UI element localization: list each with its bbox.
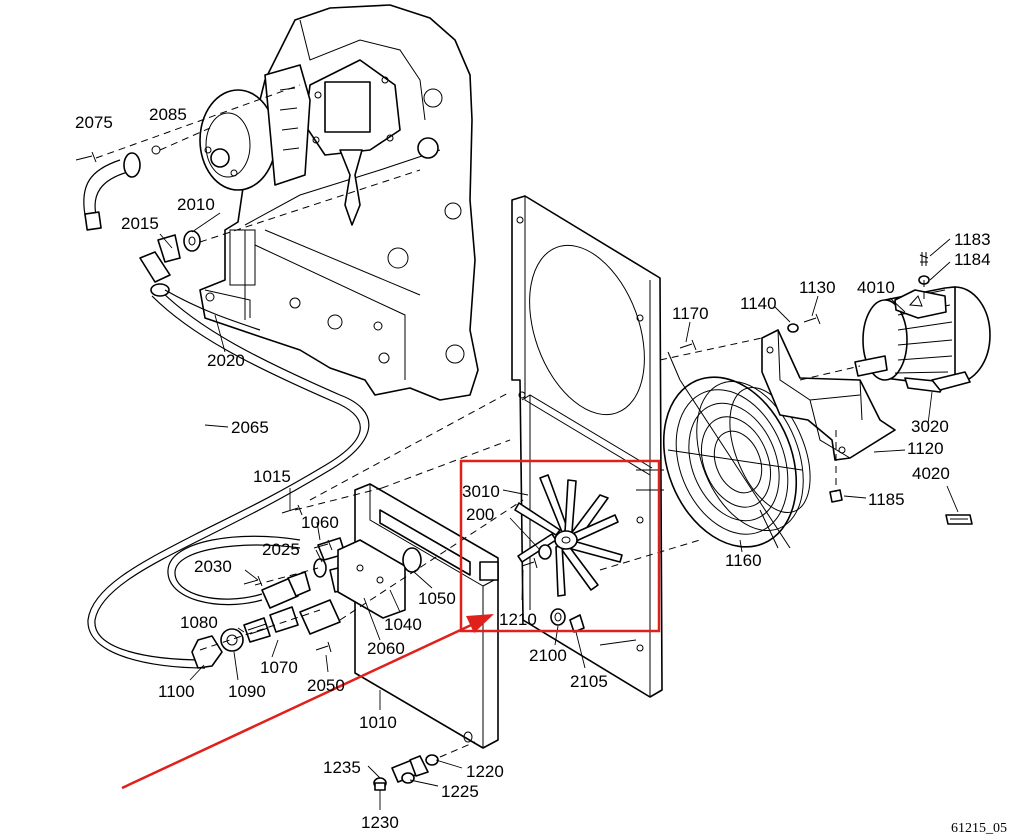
label-1185: 1185 bbox=[868, 490, 905, 509]
highlight-arrow-head bbox=[466, 614, 494, 633]
label-1140: 1140 bbox=[740, 294, 777, 313]
label-1050: 1050 bbox=[418, 589, 456, 608]
label-2020: 2020 bbox=[207, 351, 245, 370]
label-2065: 2065 bbox=[231, 418, 269, 437]
label-1183: 1183 bbox=[954, 230, 991, 249]
label-1160: 1160 bbox=[725, 551, 762, 570]
highlight-annotation bbox=[121, 459, 661, 790]
label-2100: 2100 bbox=[529, 646, 567, 665]
document-id: 61215_05 bbox=[951, 821, 1007, 836]
highlight-arrow-shaft bbox=[121, 618, 483, 790]
label-1225: 1225 bbox=[441, 782, 479, 801]
label-1080: 1080 bbox=[180, 613, 218, 632]
pipe-elbow-2075 bbox=[83, 152, 141, 231]
label-2050: 2050 bbox=[307, 676, 345, 695]
drain-valve-group bbox=[373, 754, 439, 791]
label-1070: 1070 bbox=[260, 658, 298, 677]
label-1170: 1170 bbox=[672, 304, 709, 323]
small-hose-2030 bbox=[167, 535, 301, 606]
label-3020: 3020 bbox=[911, 417, 949, 436]
motor-bracket-1120 bbox=[761, 329, 896, 461]
hose-fitting-2015 bbox=[139, 230, 261, 331]
label-2075: 2075 bbox=[75, 113, 113, 132]
label-1060: 1060 bbox=[301, 513, 339, 532]
label-2010: 2010 bbox=[177, 195, 215, 214]
label-2015: 2015 bbox=[121, 214, 159, 233]
label-200: 200 bbox=[466, 505, 494, 524]
label-1230: 1230 bbox=[361, 813, 399, 832]
label-4010: 4010 bbox=[857, 278, 895, 297]
leader-lines bbox=[159, 212, 959, 810]
fittings-group bbox=[75, 145, 356, 669]
fan-shroud-frame bbox=[511, 195, 664, 698]
label-1184: 1184 bbox=[954, 250, 991, 269]
label-2025: 2025 bbox=[262, 540, 300, 559]
fan-wheel-3010 bbox=[514, 474, 623, 633]
hydraulic-hose-2065 bbox=[87, 289, 370, 669]
label-1220: 1220 bbox=[466, 762, 504, 781]
electric-motor-4010 bbox=[854, 286, 991, 393]
label-1120: 1120 bbox=[907, 439, 944, 458]
label-1210: 1210 bbox=[499, 610, 537, 629]
label-1130: 1130 bbox=[799, 278, 836, 297]
gearbox-housing bbox=[199, 4, 479, 401]
label-3010: 3010 bbox=[462, 482, 500, 501]
hardware-right bbox=[679, 252, 973, 525]
label-2085: 2085 bbox=[149, 105, 187, 124]
label-1010: 1010 bbox=[359, 713, 397, 732]
label-1100: 1100 bbox=[158, 682, 195, 701]
label-1015: 1015 bbox=[253, 467, 291, 486]
label-1040: 1040 bbox=[384, 615, 422, 634]
part-labels: 2075 2085 2010 2015 2020 2065 1015 1060 … bbox=[75, 105, 1007, 836]
fan-guard-1160 bbox=[662, 351, 811, 549]
label-2105: 2105 bbox=[570, 672, 608, 691]
label-1235: 1235 bbox=[323, 758, 361, 777]
label-4020: 4020 bbox=[912, 464, 950, 483]
assembly-dash-lines bbox=[95, 84, 925, 758]
label-2030: 2030 bbox=[194, 557, 232, 576]
highlight-box bbox=[459, 459, 661, 633]
label-2060: 2060 bbox=[367, 639, 405, 658]
label-1090: 1090 bbox=[228, 682, 266, 701]
